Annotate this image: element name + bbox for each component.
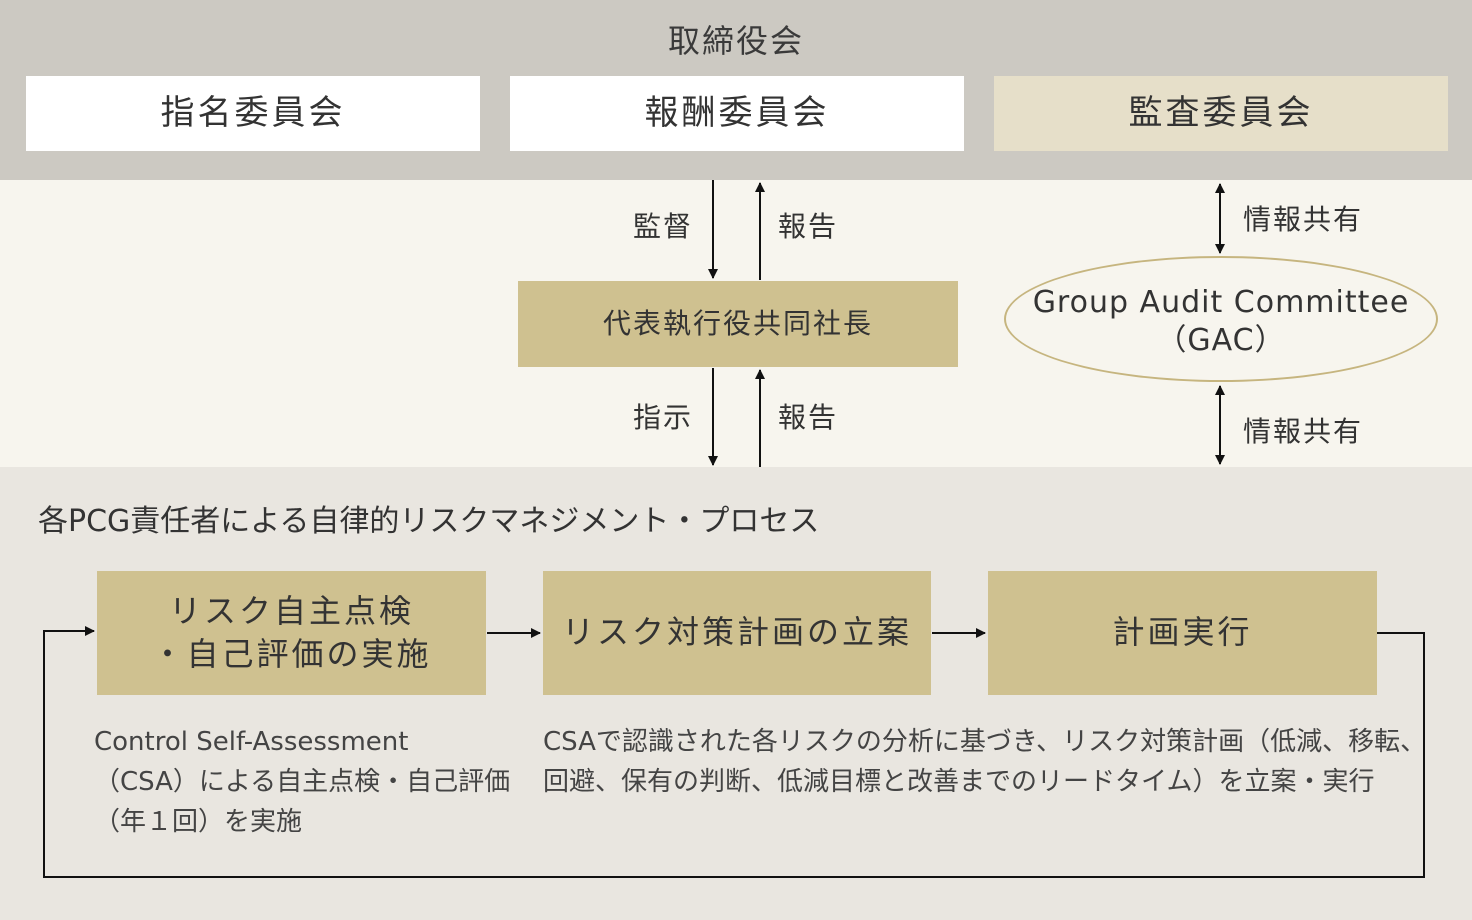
pcg-process-title: 各PCG責任者による自律的リスクマネジメント・プロセス	[38, 504, 820, 539]
gac-label: Group Audit Committee （GAC）	[1004, 284, 1438, 360]
desc1-line: （年１回）を実施	[94, 807, 303, 837]
board-title: 取締役会	[667, 22, 804, 60]
report-top-label: 報告	[778, 210, 839, 243]
gac-label-line2: （GAC）	[1156, 323, 1286, 358]
desc1-line: （CSA）による自主点検・自己評価	[94, 767, 511, 797]
info-share-top-label: 情報共有	[1243, 203, 1364, 236]
gac-label-line1: Group Audit Committee	[1032, 285, 1410, 320]
step-execute-box: 計画実行	[988, 571, 1377, 695]
compensation-committee-box: 報酬委員会	[510, 76, 964, 151]
nomination-committee-box: 指名委員会	[26, 76, 480, 151]
gac-ellipse	[1004, 256, 1438, 382]
self-assessment-description: Control Self-Assessment （CSA）による自主点検・自己評…	[94, 722, 514, 842]
report-bottom-label: 報告	[778, 401, 839, 434]
info-share-bottom-label: 情報共有	[1243, 415, 1364, 448]
step1-line2: ・自己評価の実施	[151, 635, 432, 673]
feedback-loop-arrow	[43, 626, 1425, 878]
plan-execute-description: CSAで認識された各リスクの分析に基づき、リスク対策計画（低減、移転、 回避、保…	[543, 722, 1427, 802]
desc2-line: CSAで認識された各リスクの分析に基づき、リスク対策計画（低減、移転、	[543, 727, 1427, 757]
instruction-label: 指示	[633, 401, 694, 434]
step-plan-box: リスク対策計画の立案	[543, 571, 931, 695]
co-ceo-box: 代表執行役共同社長	[518, 281, 958, 367]
supervision-label: 監督	[633, 210, 694, 243]
desc1-line: Control Self-Assessment	[94, 727, 409, 757]
desc2-line: 回避、保有の判断、低減目標と改善までのリードタイム）を立案・実行	[543, 767, 1375, 797]
step-self-assessment-box: リスク自主点検 ・自己評価の実施	[97, 571, 486, 695]
step1-line1: リスク自主点検	[168, 591, 414, 630]
audit-committee-box: 監査委員会	[994, 76, 1448, 151]
